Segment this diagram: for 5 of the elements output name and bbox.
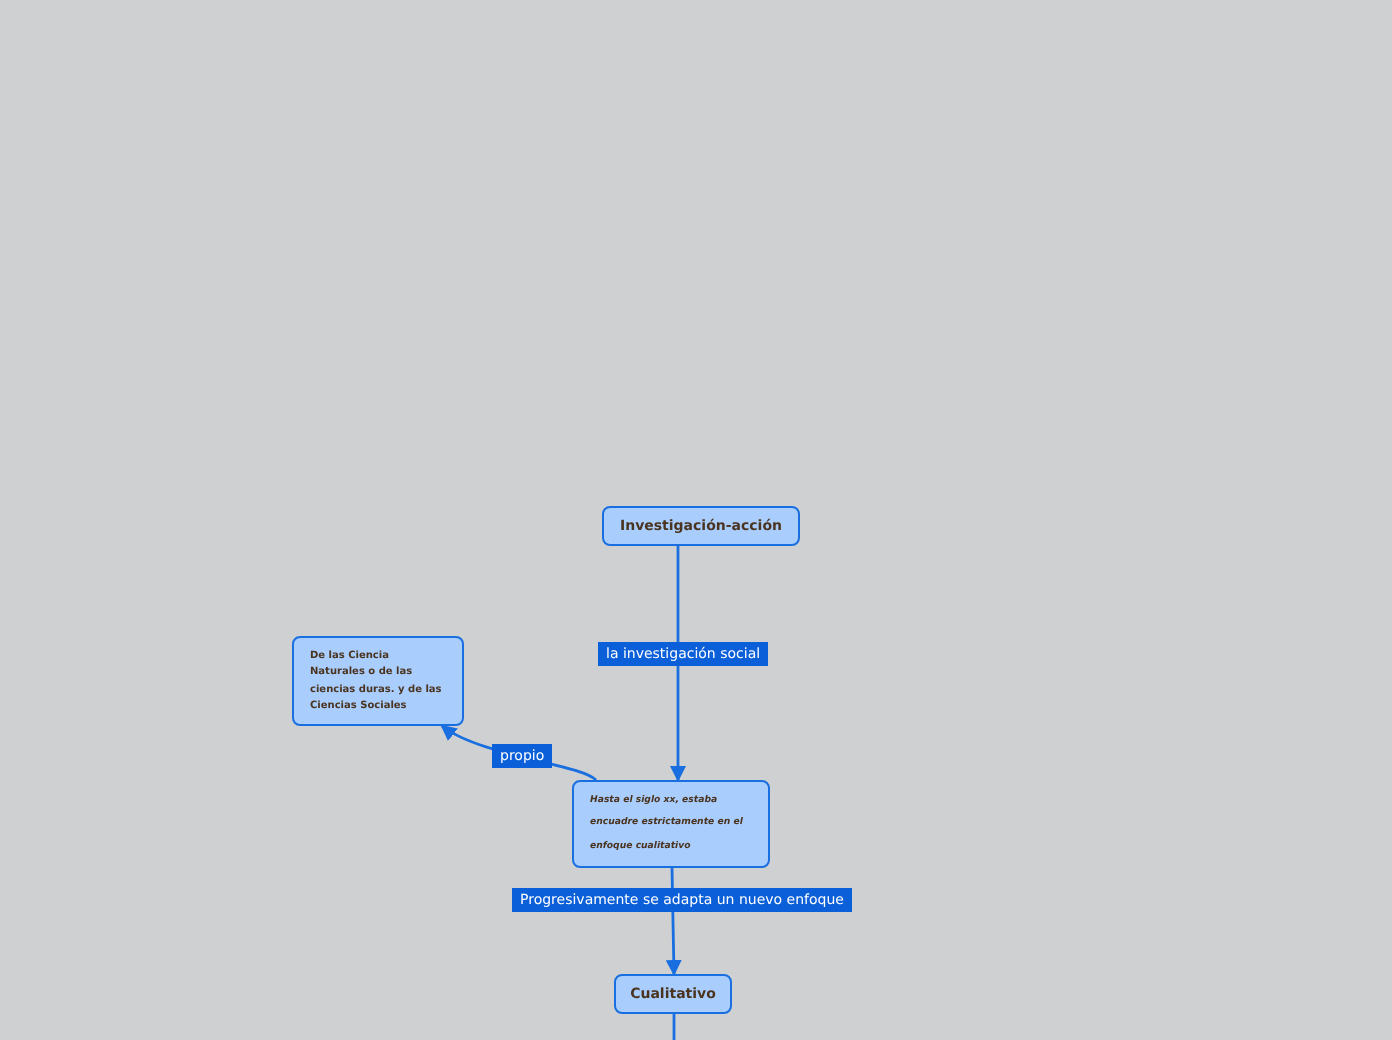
topic-box [614, 974, 732, 1014]
arrow [670, 546, 686, 782]
topic-box [572, 780, 770, 868]
topic-box [602, 506, 800, 546]
topic-box [292, 636, 464, 726]
